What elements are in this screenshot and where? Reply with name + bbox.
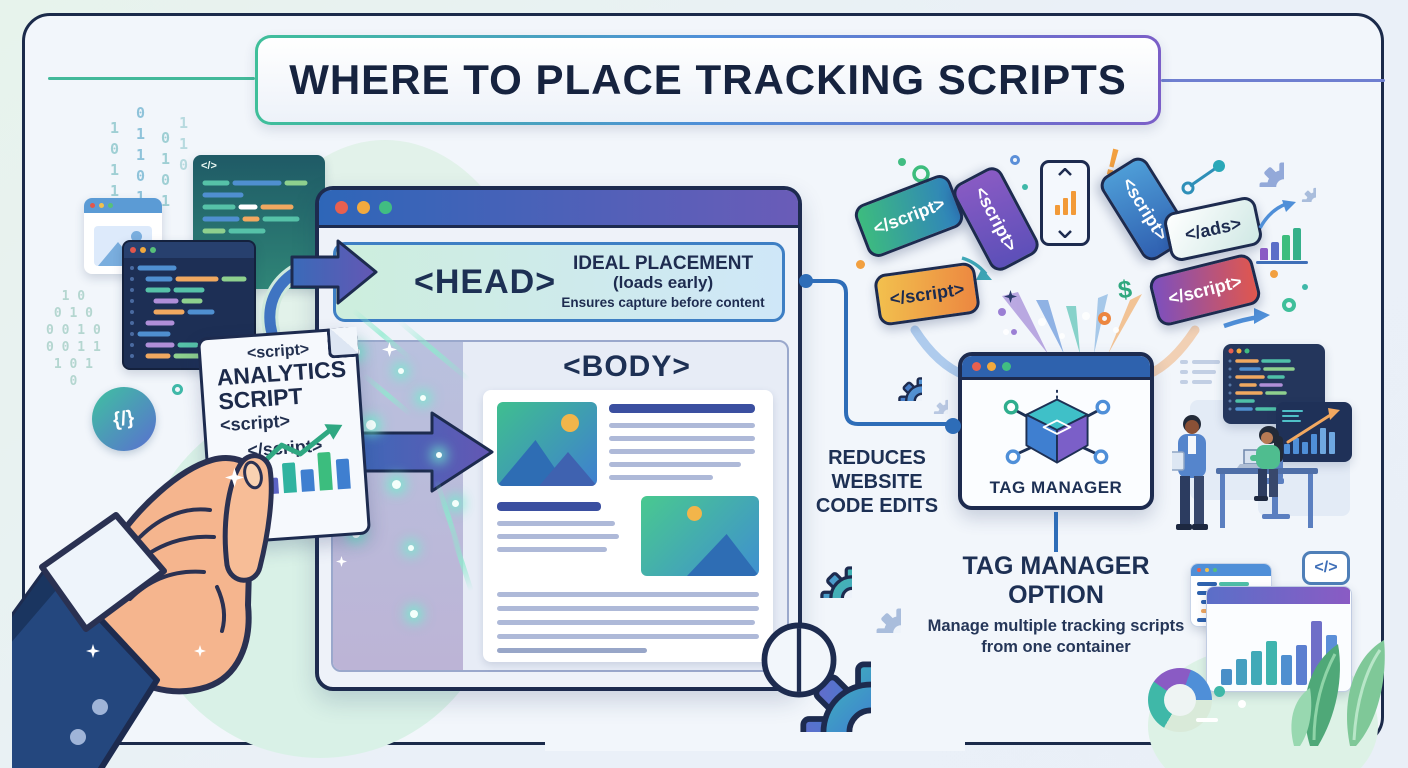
head-section: <HEAD> IDEAL PLACEMENT (loads early) Ens… [333, 242, 785, 322]
code-glyph: </> [1314, 559, 1338, 576]
traffic-light-yellow-icon [987, 362, 996, 371]
teal-dot [1022, 184, 1028, 190]
frame-bottom-gap [545, 739, 965, 751]
people-illustration [1172, 415, 1318, 530]
plant-leaves [1291, 640, 1385, 746]
tag-manager-option-description: Manage multiple tracking scripts from on… [927, 617, 1185, 656]
tag-manager-window: TAG MANAGER [958, 352, 1154, 510]
head-heading: IDEAL PLACEMENT [572, 253, 754, 275]
browser-titlebar [319, 190, 798, 228]
gear-icon [1232, 135, 1284, 187]
chart-window-light [1206, 586, 1352, 692]
banner-line-right [1161, 79, 1385, 82]
traffic-light-red-icon [335, 201, 348, 214]
gear-icon [918, 384, 948, 414]
analytics-widget-card [1040, 160, 1090, 246]
gear-icon [1286, 172, 1316, 202]
dollar-icon: $ [1116, 275, 1134, 305]
tag-manager-option-heading: TAG MANAGER OPTION [962, 552, 1150, 609]
binary-column: 1 1 0 [179, 114, 189, 174]
green-dot [898, 158, 906, 166]
body-section: <BODY> [331, 340, 789, 672]
orange-dot [1270, 270, 1278, 278]
chart-window-dark [1276, 402, 1352, 462]
traffic-light-red-icon [972, 362, 981, 371]
reduces-note: REDUCES WEBSITE CODE EDITS [815, 447, 939, 517]
page-title: WHERE TO PLACE TRACKING SCRIPTS [289, 56, 1127, 103]
gear-icon [874, 353, 922, 401]
gear-icon [849, 581, 901, 633]
mini-bar-chart-icon [1256, 200, 1310, 264]
analytics-bars-icon [1054, 191, 1076, 215]
binary-cluster: 1 0 0 1 0 0 0 1 0 0 0 1 1 1 0 1 0 [46, 289, 101, 389]
orange-dot [856, 260, 865, 269]
teal-ring-dot [172, 384, 183, 395]
traffic-light-green-icon [379, 201, 392, 214]
white-dash [1196, 718, 1218, 722]
tag-manager-cube-icon [1003, 389, 1111, 465]
donut-chart-icon [1148, 668, 1212, 732]
hand-illustration [12, 453, 274, 768]
gear-icon [761, 622, 871, 732]
chevron-down-icon [1058, 230, 1072, 238]
tag-manager-label: TAG MANAGER [989, 478, 1123, 497]
traffic-light-red-icon [130, 247, 136, 253]
traffic-light-green-icon [108, 203, 113, 208]
arrow-into-head-icon [290, 239, 378, 305]
head-tag-label: <HEAD> [414, 262, 557, 301]
title-banner: WHERE TO PLACE TRACKING SCRIPTS [255, 35, 1161, 125]
traffic-light-yellow-icon [99, 203, 104, 208]
page-content-card [483, 390, 773, 662]
analytics-script-card: <script> ANALYTICS SCRIPT <script> </scr… [196, 326, 372, 546]
tag-manager-titlebar [962, 356, 1150, 380]
head-subheading: (loads early) [612, 273, 714, 293]
body-tag-label: <BODY> [563, 350, 691, 383]
growth-chart-icon [251, 424, 355, 495]
teal-dot [1214, 686, 1225, 697]
orange-ring-dot [1098, 312, 1111, 325]
teal-ring-dot [1282, 298, 1296, 312]
content-image-placeholder [641, 496, 759, 576]
traffic-light-green-icon [1002, 362, 1011, 371]
code-badge: </> [1302, 551, 1350, 585]
traffic-light-red-icon [90, 203, 95, 208]
braces-badge-icon: {/} [92, 387, 156, 451]
traffic-light-yellow-icon [140, 247, 146, 253]
blue-ring-dot [1010, 155, 1020, 165]
chevron-up-icon [1058, 168, 1072, 176]
traffic-light-green-icon [150, 247, 156, 253]
gear-icon [788, 534, 852, 598]
white-dot [1238, 700, 1246, 708]
teal-dot [1302, 284, 1308, 290]
binary-column: 0 1 0 1 [161, 129, 171, 210]
content-image-placeholder [497, 402, 597, 486]
traffic-light-yellow-icon [357, 201, 370, 214]
banner-line-left [48, 77, 255, 80]
head-note: Ensures capture before content [561, 294, 765, 310]
page-fold-corner [326, 326, 359, 359]
code-icon: </> [201, 160, 217, 172]
